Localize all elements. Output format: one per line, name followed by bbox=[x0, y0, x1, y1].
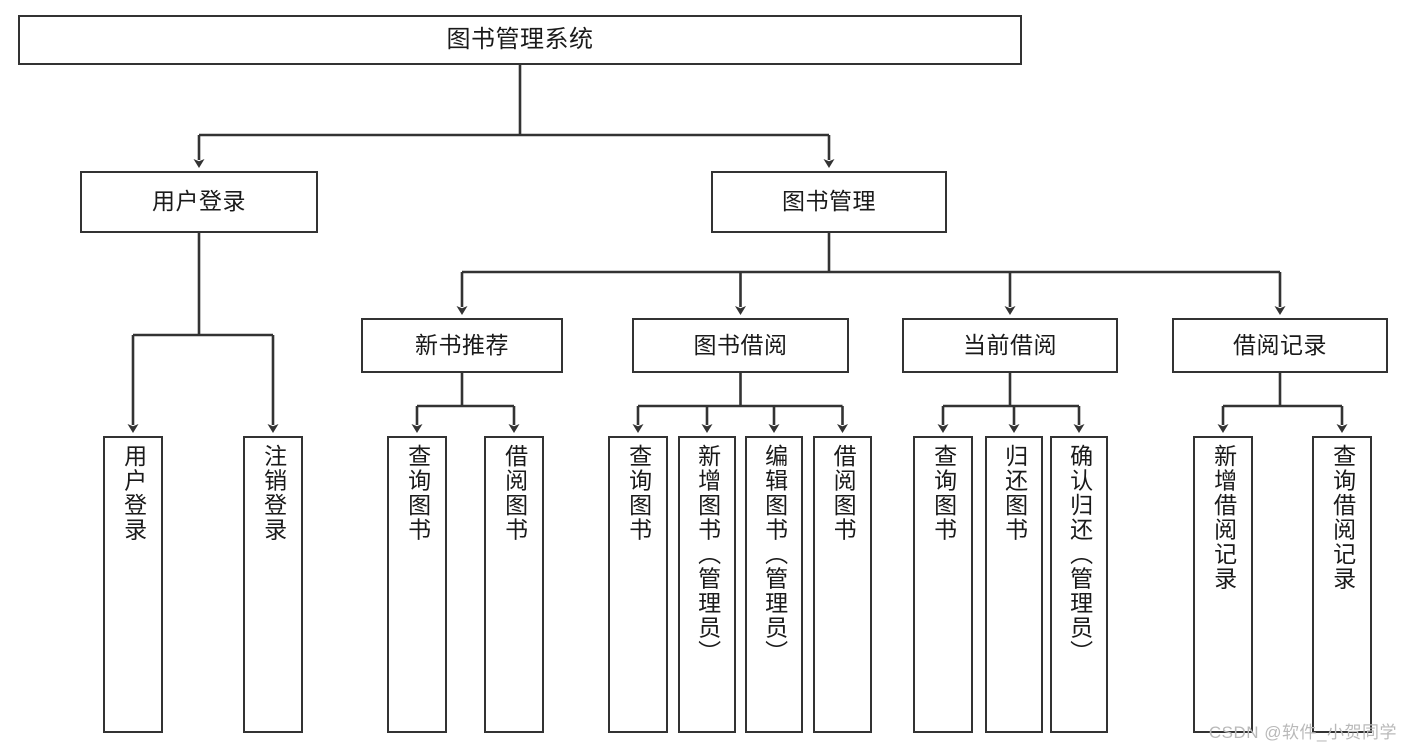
node-label: 查询图书 bbox=[404, 444, 431, 542]
node-label: 新增借阅记录 bbox=[1210, 444, 1237, 591]
node-label: 确认归还（管理员） bbox=[1066, 444, 1093, 665]
node-leaf-new-borrow[interactable]: 借阅图书 bbox=[484, 436, 544, 733]
node-login[interactable]: 用户登录 bbox=[80, 171, 318, 233]
node-leaf-borrow-edit[interactable]: 编辑图书（管理员） bbox=[745, 436, 803, 733]
node-leaf-cur-return[interactable]: 归还图书 bbox=[985, 436, 1043, 733]
node-leaf-rec-add[interactable]: 新增借阅记录 bbox=[1193, 436, 1253, 733]
node-leaf-borrow-lend[interactable]: 借阅图书 bbox=[813, 436, 872, 733]
node-label: 图书管理 bbox=[782, 188, 876, 215]
node-label: 查询图书 bbox=[625, 444, 652, 542]
node-label: 当前借阅 bbox=[963, 331, 1057, 358]
node-leaf-user-login[interactable]: 用户登录 bbox=[103, 436, 163, 733]
node-leaf-cur-query[interactable]: 查询图书 bbox=[913, 436, 973, 733]
node-label: 借阅记录 bbox=[1233, 331, 1327, 358]
node-borrow[interactable]: 图书借阅 bbox=[632, 318, 849, 373]
node-label: 注销登录 bbox=[260, 444, 287, 542]
node-leaf-rec-query[interactable]: 查询借阅记录 bbox=[1312, 436, 1372, 733]
node-leaf-borrow-add[interactable]: 新增图书（管理员） bbox=[678, 436, 736, 733]
node-root[interactable]: 图书管理系统 bbox=[18, 15, 1022, 65]
node-leaf-cur-confirm[interactable]: 确认归还（管理员） bbox=[1050, 436, 1108, 733]
node-leaf-user-logout[interactable]: 注销登录 bbox=[243, 436, 303, 733]
node-leaf-new-query[interactable]: 查询图书 bbox=[387, 436, 447, 733]
node-current[interactable]: 当前借阅 bbox=[902, 318, 1118, 373]
node-label: 用户登录 bbox=[120, 444, 147, 542]
node-label: 查询图书 bbox=[930, 444, 957, 542]
node-records[interactable]: 借阅记录 bbox=[1172, 318, 1388, 373]
csdn-watermark: CSDN @软件_小贺同学 bbox=[1208, 723, 1397, 742]
node-label: 编辑图书（管理员） bbox=[761, 444, 788, 665]
node-label: 查询借阅记录 bbox=[1329, 444, 1356, 591]
node-label: 用户登录 bbox=[152, 188, 246, 215]
node-bookmgmt[interactable]: 图书管理 bbox=[711, 171, 947, 233]
node-label: 借阅图书 bbox=[830, 444, 857, 542]
node-label: 归还图书 bbox=[1001, 444, 1028, 542]
node-label: 图书管理系统 bbox=[446, 25, 594, 53]
node-newbook[interactable]: 新书推荐 bbox=[361, 318, 563, 373]
node-label: 新增图书（管理员） bbox=[694, 444, 721, 665]
node-leaf-borrow-query[interactable]: 查询图书 bbox=[608, 436, 668, 733]
node-label: 借阅图书 bbox=[501, 444, 528, 542]
node-label: 图书借阅 bbox=[693, 331, 788, 358]
node-label: 新书推荐 bbox=[415, 331, 509, 358]
